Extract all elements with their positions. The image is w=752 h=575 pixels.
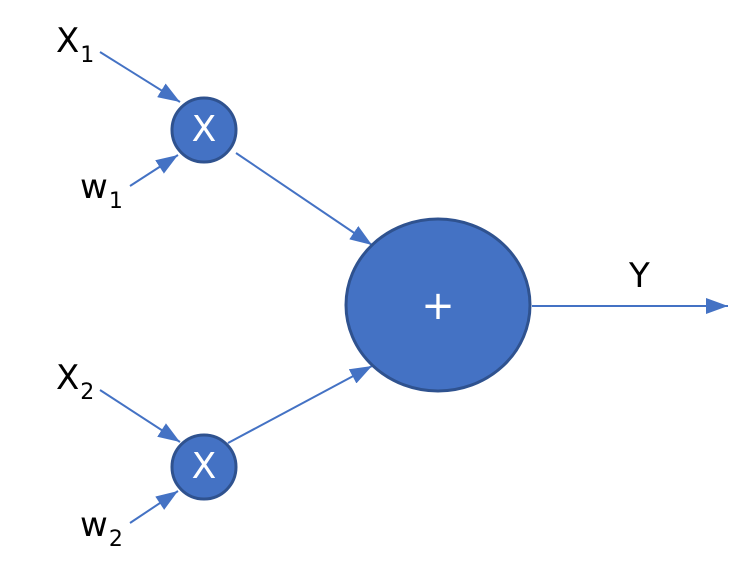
sum-node-label: + [421, 283, 455, 329]
input-x1-subscript: 1 [80, 43, 95, 68]
input-x1-symbol: X [56, 21, 80, 61]
weight-w2-label: w2 [80, 505, 123, 551]
input-x2-subscript: 2 [80, 380, 95, 405]
arrow-mult1-to-sum [235, 152, 373, 246]
weight-w2-symbol: w [80, 505, 108, 545]
input-x1-label: X1 [56, 21, 94, 67]
output-y-label: Y [629, 259, 650, 293]
input-x2-symbol: X [56, 358, 80, 398]
weight-w2-subscript: 2 [108, 527, 123, 552]
arrow-mult2-to-sum [227, 365, 373, 444]
output-y-symbol: Y [629, 256, 650, 296]
weight-w1-label: w1 [80, 167, 123, 213]
multiply-node-2-label: X [191, 446, 217, 487]
multiply-node-1 [170, 96, 238, 164]
arrow-x2-to-mult2 [99, 389, 181, 443]
arrow-w2-to-mult2 [129, 490, 179, 524]
weight-w1-subscript: 1 [108, 189, 123, 214]
multiply-node-1-label: X [191, 109, 217, 150]
weight-w1-symbol: w [80, 167, 108, 207]
input-x2-label: X2 [56, 358, 94, 404]
arrow-x1-to-mult1 [99, 51, 181, 103]
arrow-w1-to-mult1 [129, 154, 179, 187]
sum-node [344, 217, 532, 393]
multiply-node-2 [170, 433, 238, 501]
